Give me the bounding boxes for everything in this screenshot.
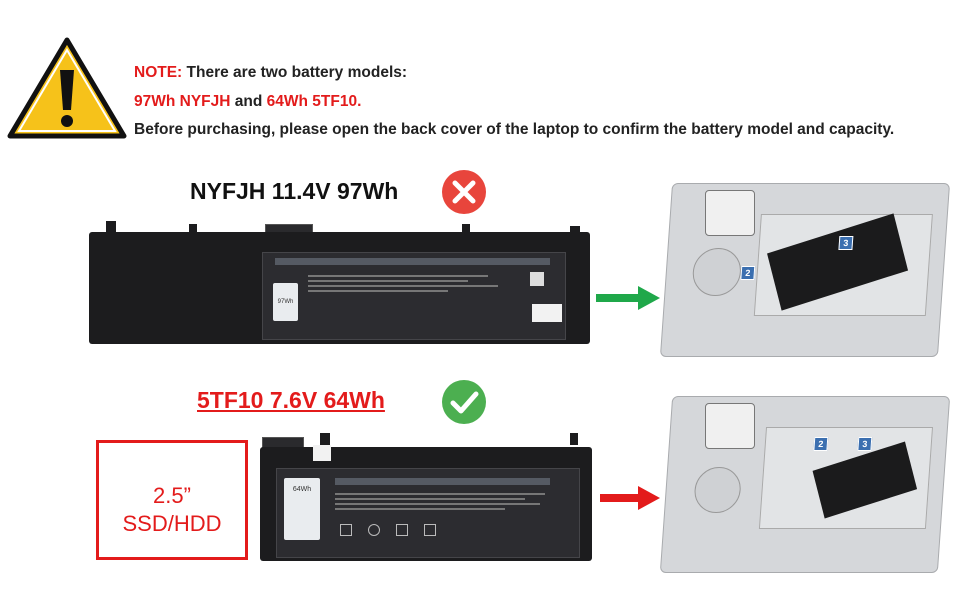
step-3-badge-bottom: 3	[857, 437, 873, 451]
zoom-callout-top	[705, 190, 755, 236]
model-97-label: 97Wh NYFJH	[134, 93, 231, 110]
check-circle-icon	[442, 380, 486, 424]
zoom-callout-bottom	[705, 403, 755, 449]
battery-bottom-title: 5TF10 7.6V 64Wh	[197, 387, 385, 413]
notice-line-2: 97Wh NYFJH and 64Wh 5TF10.	[134, 93, 361, 111]
warning-triangle-icon	[7, 37, 127, 139]
red-arrow-icon	[600, 486, 660, 510]
notice-line-3: Before purchasing, please open the back …	[134, 121, 895, 138]
capacity-tag-97: 97Wh	[273, 283, 298, 321]
notice-line-1: NOTE: There are two battery models:	[134, 64, 407, 82]
laptop-diagram-bottom: 1 2 3	[659, 396, 951, 573]
and-text: and	[230, 93, 267, 110]
ssd-hdd-label: SSD/HDD	[122, 511, 222, 536]
laptop-diagram-top: 1 2 3	[659, 183, 951, 357]
notice-line-1-text: There are two battery models:	[182, 64, 408, 81]
step-2-badge: 2	[740, 266, 756, 280]
note-label: NOTE:	[134, 64, 183, 81]
ssd-hdd-box: 2.5” SSD/HDD	[96, 440, 248, 560]
step-3-badge: 3	[838, 236, 854, 250]
step-2-badge-bottom: 2	[813, 437, 829, 451]
green-arrow-icon	[596, 286, 660, 310]
battery-top-title: NYFJH 11.4V 97Wh	[190, 178, 399, 204]
x-circle-icon	[442, 170, 486, 214]
capacity-tag-64: 64Wh	[284, 478, 320, 540]
ssd-size-label: 2.5”	[153, 483, 191, 508]
model-64-label: 64Wh 5TF10.	[266, 93, 362, 110]
